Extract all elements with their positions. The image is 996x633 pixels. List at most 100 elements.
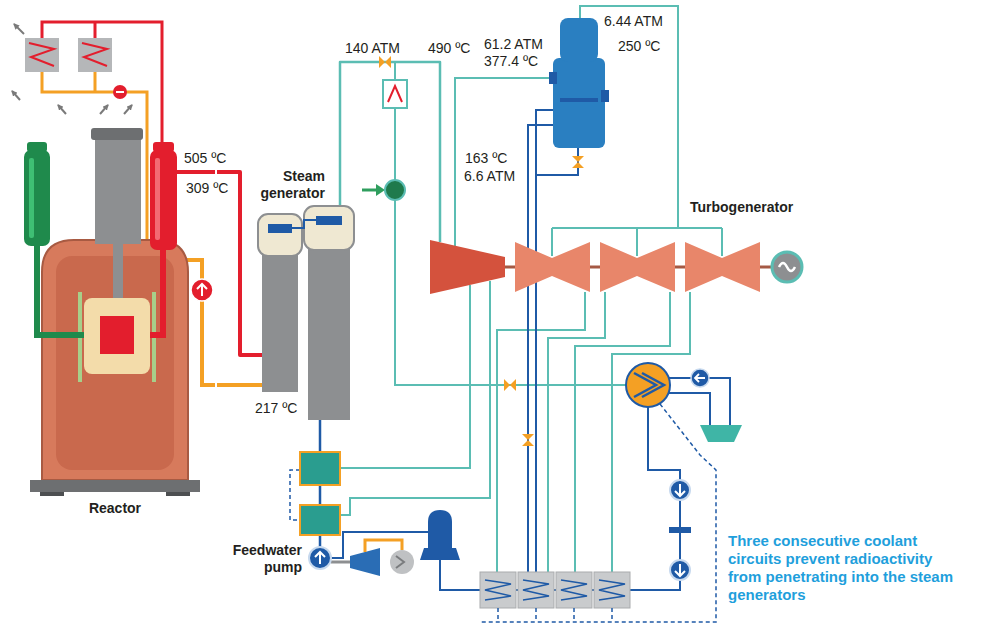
extraction-line [340, 281, 490, 515]
pump-symbol [695, 374, 705, 382]
feedwater-pump: Feedwater pump [222, 538, 334, 580]
steam-generator-drawing [250, 168, 360, 425]
hp-heater [300, 505, 340, 535]
component-label: Reactor [15, 500, 215, 517]
lp-heater [518, 572, 554, 608]
valve [522, 434, 534, 446]
lp-turbine [685, 242, 760, 292]
feedwater-inlet [319, 420, 322, 425]
evaporator-vessel [262, 252, 298, 392]
value-label: 250 ºC [618, 38, 660, 55]
condensate-pump [670, 480, 690, 500]
lp-heater [556, 572, 592, 608]
pump-body [309, 547, 331, 569]
pump-symbol [197, 284, 207, 296]
relief-valve-box [383, 80, 407, 108]
value-label: 6.44 ATM [604, 13, 663, 30]
value-label: 490 ºC [428, 40, 470, 57]
value-label: 217 ºC [255, 400, 297, 417]
steam-inlet [439, 195, 442, 242]
pump-symbol [675, 484, 685, 496]
value-label: 377.4 ºC [484, 53, 538, 70]
value-label: 505 ºC [184, 150, 226, 167]
condenser-coil [634, 373, 664, 397]
exchanger-pipe [150, 250, 163, 335]
component-label: Feedwater pump [222, 542, 302, 576]
condenser-coil [396, 556, 404, 568]
valve [379, 56, 391, 68]
heater-coil [523, 580, 549, 600]
value-label: 61.2 ATM [484, 36, 543, 53]
pump-symbol [315, 552, 325, 564]
air-flow-arrow [124, 105, 132, 114]
drive-condenser [390, 550, 414, 574]
core-barrel [84, 298, 150, 374]
cold-outlet [250, 383, 262, 387]
steam-generator: Steam generator [250, 168, 360, 425]
pump-symbol [675, 564, 685, 576]
steam-transfer [292, 220, 316, 228]
heat-exchanger-coil [29, 43, 54, 66]
component-label: Steam generator [250, 168, 325, 202]
highlight [29, 158, 34, 238]
drain-line [528, 110, 578, 572]
pump-cap [27, 142, 47, 152]
plug-stem [113, 244, 123, 298]
heater-coil [599, 580, 625, 600]
coolant-pipe [217, 383, 250, 387]
generator-symbol [779, 263, 795, 271]
reactor-foot [166, 492, 190, 496]
pump-pipe [37, 245, 84, 335]
turbogenerator: Turbogenerator [425, 195, 812, 315]
deaerator [428, 510, 452, 548]
air-heat-exchanger [25, 38, 59, 72]
component-label: Turbogenerator [690, 199, 810, 216]
separator-stage [560, 98, 598, 102]
heater-coil [485, 580, 511, 600]
condensate-pump [670, 560, 690, 580]
heat-exchanger-coil [82, 43, 107, 66]
superheater-vessel [308, 246, 350, 420]
highlight [155, 158, 160, 240]
relief-symbol [388, 86, 402, 102]
steam-chamber [268, 224, 292, 233]
hp-exhaust-line [455, 78, 553, 246]
value-label: 163 ºC [465, 150, 507, 167]
reactor-base [30, 480, 200, 492]
heater-coil [561, 580, 587, 600]
air-flow-arrow [100, 105, 108, 114]
nozzle [549, 72, 557, 84]
note-text: Three consecutive coolant circuits preve… [728, 532, 960, 604]
intermediate-heat-exchanger [150, 150, 177, 250]
rotating-plug [95, 132, 141, 244]
steam-outlet [339, 168, 342, 206]
reheat-steam-line [552, 6, 722, 256]
vessel-head [258, 214, 302, 256]
vessel-head [304, 206, 354, 250]
hot-inlet [250, 353, 262, 357]
extraction-line [575, 292, 670, 572]
air-flow-arrow [12, 91, 20, 100]
lp-heater [480, 572, 516, 608]
steam-chamber [316, 216, 342, 225]
air-flow-arrow [58, 105, 66, 114]
drain-line [480, 404, 716, 622]
air-flow-arrow [14, 24, 24, 34]
inflow-arrow [362, 189, 378, 192]
separator-reheater [560, 18, 598, 62]
hp-turbine [430, 240, 505, 294]
extraction-line [497, 292, 585, 572]
value-label: 140 ATM [345, 40, 400, 57]
pump-drive-turbine [350, 548, 380, 576]
secondary-cold-pipe [186, 260, 215, 385]
air-heat-exchanger [78, 38, 112, 72]
drain-line [290, 470, 300, 520]
pump-symbol [116, 91, 124, 93]
circulating-pump [691, 369, 709, 387]
mixing-valve [385, 180, 405, 200]
pump-shaft [331, 561, 350, 564]
valve [504, 379, 516, 391]
exchanger-cap [153, 142, 174, 152]
generator [772, 252, 802, 282]
air-loop-hot-pipe [42, 22, 162, 150]
